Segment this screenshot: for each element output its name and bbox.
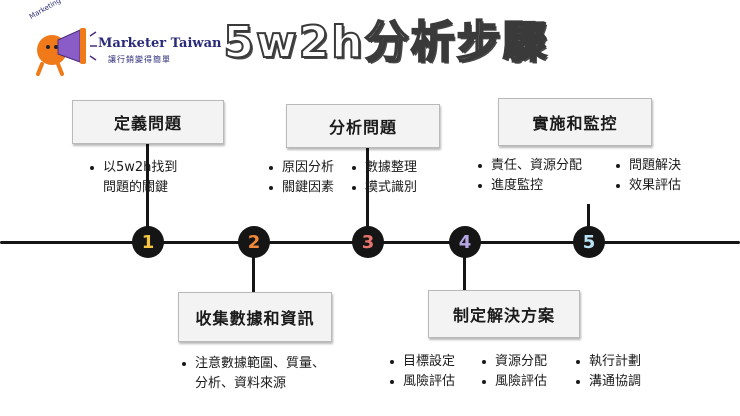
step-4-number: 4: [458, 231, 472, 253]
step-4-marker: 4: [449, 226, 481, 258]
step-5-box: 實施和監控: [498, 98, 652, 146]
step-3-col1: 原因分析 關鍵因素: [267, 158, 334, 198]
step-3-title: 分析問題: [328, 118, 397, 137]
step-3-number: 3: [361, 231, 375, 253]
page-title: 5w2h分析步驟: [222, 16, 549, 69]
step-2-box: 收集數據和資訊: [178, 292, 332, 342]
step-1-title: 定義問題: [113, 114, 182, 133]
step-5-title: 實施和監控: [532, 114, 618, 133]
step-5-col1-item2: 進度監控: [476, 176, 582, 196]
step-2-bullet-line1: 注意數據範圍、質量、: [180, 354, 325, 374]
step-5-col2: 問題解決 效果評估: [614, 156, 681, 196]
step-4-col3-item1: 執行計劃: [574, 352, 641, 372]
step-2-marker: 2: [238, 226, 270, 258]
step-3-col2-item1: 數據整理: [350, 158, 417, 178]
connector-line-3: [366, 146, 369, 242]
step-4-col3-item2: 溝通協調: [574, 372, 641, 392]
step-4-col2-item1: 資源分配: [480, 352, 547, 372]
step-3-col1-item1: 原因分析: [267, 158, 334, 178]
step-5-col2-item1: 問題解決: [614, 156, 681, 176]
step-4-box: 制定解決方案: [428, 290, 580, 338]
step-3-col1-item2: 關鍵因素: [267, 178, 334, 198]
step-2-bullets: 注意數據範圍、質量、 分析、資料來源: [180, 354, 325, 394]
step-3-col2: 數據整理 模式識別: [350, 158, 417, 198]
megaphone-mascot-icon: [36, 28, 97, 76]
step-4-col1-item2: 風險評估: [388, 372, 455, 392]
logo-subtitle: 讓行銷變得簡單: [108, 55, 171, 64]
step-5-col1-item1: 責任、資源分配: [476, 156, 582, 176]
connector-line-4: [463, 242, 466, 294]
step-4-col2: 資源分配 風險評估: [480, 352, 547, 392]
step-5-col1: 責任、資源分配 進度監控: [476, 156, 582, 196]
step-1-marker: 1: [132, 226, 164, 258]
step-3-col2-item2: 模式識別: [350, 178, 417, 198]
connector-line-2: [252, 242, 255, 306]
logo-name: Marketer Taiwan: [98, 36, 222, 51]
step-5-col2-item2: 效果評估: [614, 176, 681, 196]
step-3-box: 分析問題: [286, 104, 440, 148]
step-1-box: 定義問題: [72, 100, 224, 144]
step-2-bullet-line2: 分析、資料來源: [195, 376, 287, 391]
connector-line-1: [146, 130, 149, 242]
step-5-marker: 5: [573, 226, 605, 258]
step-5-number: 5: [582, 231, 596, 253]
step-1-bullets: 以5w2h找到 問題的關鍵: [88, 158, 177, 198]
step-3-marker: 3: [352, 226, 384, 258]
step-2-title: 收集數據和資訊: [195, 309, 315, 328]
step-4-title: 制定解決方案: [452, 306, 555, 325]
step-1-bullet-line1: 以5w2h找到: [88, 158, 177, 178]
step-1-number: 1: [141, 231, 155, 253]
step-2-number: 2: [247, 231, 261, 253]
step-1-bullet-line2: 問題的關鍵: [103, 180, 169, 195]
connector-line-5: [587, 204, 590, 242]
step-4-col1-item1: 目標設定: [388, 352, 455, 372]
step-4-col1: 目標設定 風險評估: [388, 352, 455, 392]
step-4-col3: 執行計劃 溝通協調: [574, 352, 641, 392]
step-4-col2-item2: 風險評估: [480, 372, 547, 392]
